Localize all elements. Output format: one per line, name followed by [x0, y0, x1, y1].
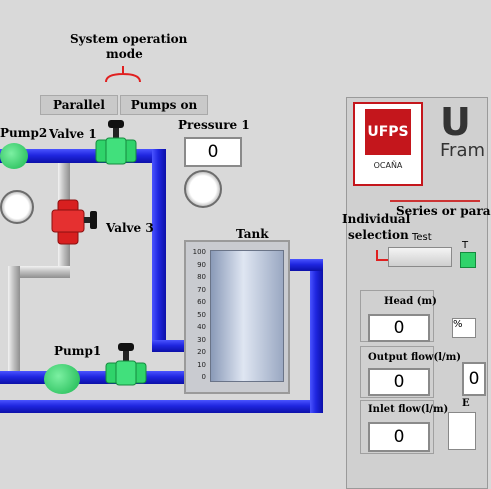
- series-or-parallel-label: Series or para: [396, 204, 491, 218]
- second-toggle-label: T: [462, 240, 469, 251]
- pump1-valve-icon[interactable]: [104, 341, 148, 389]
- output-flow-value: 0: [368, 368, 430, 396]
- tank-scale-tick: 90: [197, 260, 206, 269]
- tank-inlet-pipe: [152, 340, 190, 352]
- pump1-label: Pump1: [54, 344, 102, 358]
- efficiency-graph: [448, 412, 476, 450]
- pressure1-label: Pressure 1: [178, 118, 250, 132]
- partial-label-e: E: [462, 398, 470, 409]
- output-flow-group: [360, 346, 434, 398]
- individual-selection-line2: selection: [348, 228, 409, 242]
- pump2-icon[interactable]: [0, 143, 28, 169]
- pump2-gauge-icon: [0, 190, 34, 224]
- valve3-icon[interactable]: [50, 199, 98, 245]
- mode-bracket: [105, 66, 141, 83]
- tank-scale-tick: 80: [197, 273, 206, 281]
- tank-outlet-pipe: [285, 259, 323, 271]
- pump1-pipe: [0, 371, 190, 384]
- tank-scale-tick: 70: [197, 285, 206, 294]
- series-bracket: [390, 200, 480, 232]
- tank-scale-tick: 0: [201, 373, 206, 381]
- grey-bypass-horizontal: [8, 266, 70, 278]
- pressure1-gauge-icon: [184, 170, 222, 208]
- pump1-icon[interactable]: [44, 364, 80, 394]
- valve1-label: Valve 1: [49, 127, 97, 141]
- test-button[interactable]: [388, 247, 452, 267]
- university-logo: UFPS OCAÑA: [353, 102, 423, 186]
- test-label: Test: [412, 232, 432, 243]
- logo-caption: OCAÑA: [373, 161, 403, 170]
- pump2-label: Pump2: [0, 126, 48, 140]
- pressure1-value: 0: [184, 137, 242, 167]
- percent-display: %: [452, 318, 476, 338]
- valve3-label: Valve 3: [106, 221, 154, 235]
- head-value: 0: [368, 314, 430, 342]
- mode-title-line2: mode: [106, 47, 143, 61]
- right-vertical-pipe: [152, 149, 166, 351]
- pumps-on-button[interactable]: Pumps on: [120, 95, 208, 115]
- head-label: Head (m): [384, 296, 437, 307]
- tank-outlet-vertical-pipe: [310, 259, 323, 413]
- bottom-return-pipe: [0, 400, 322, 413]
- tank-scale-tick: 30: [197, 335, 206, 344]
- tank-scale-tick: 60: [197, 298, 206, 306]
- inlet-flow-label: Inlet flow(l/m): [368, 404, 449, 415]
- tank-scale-tick: 20: [197, 348, 206, 356]
- return-arrow-icon: [376, 250, 388, 261]
- valve1-icon[interactable]: [94, 118, 138, 166]
- tank-body: [210, 250, 284, 382]
- output-flow-label: Output flow(l/m): [368, 352, 462, 363]
- panel-title-partial: U: [440, 100, 471, 144]
- tank-scale-tick: 10: [197, 360, 206, 369]
- logo-mark: UFPS: [365, 109, 411, 155]
- inlet-flow-value: 0: [368, 422, 430, 452]
- grey-bypass-down: [8, 266, 20, 371]
- panel-subtitle-partial: Fram: [440, 140, 486, 161]
- parallel-button[interactable]: Parallel: [40, 95, 118, 115]
- second-toggle[interactable]: [460, 252, 476, 268]
- secondary-value: 0: [462, 362, 486, 396]
- tank-label: Tank: [236, 227, 269, 241]
- individual-selection-line1: Individual: [342, 212, 411, 226]
- tank-scale-tick: 50: [197, 310, 206, 319]
- inlet-flow-group: [360, 400, 434, 454]
- mode-title-line1: System operation: [70, 32, 188, 46]
- tank-scale-tick: 100: [192, 248, 206, 256]
- tank-scale-tick: 40: [197, 323, 206, 331]
